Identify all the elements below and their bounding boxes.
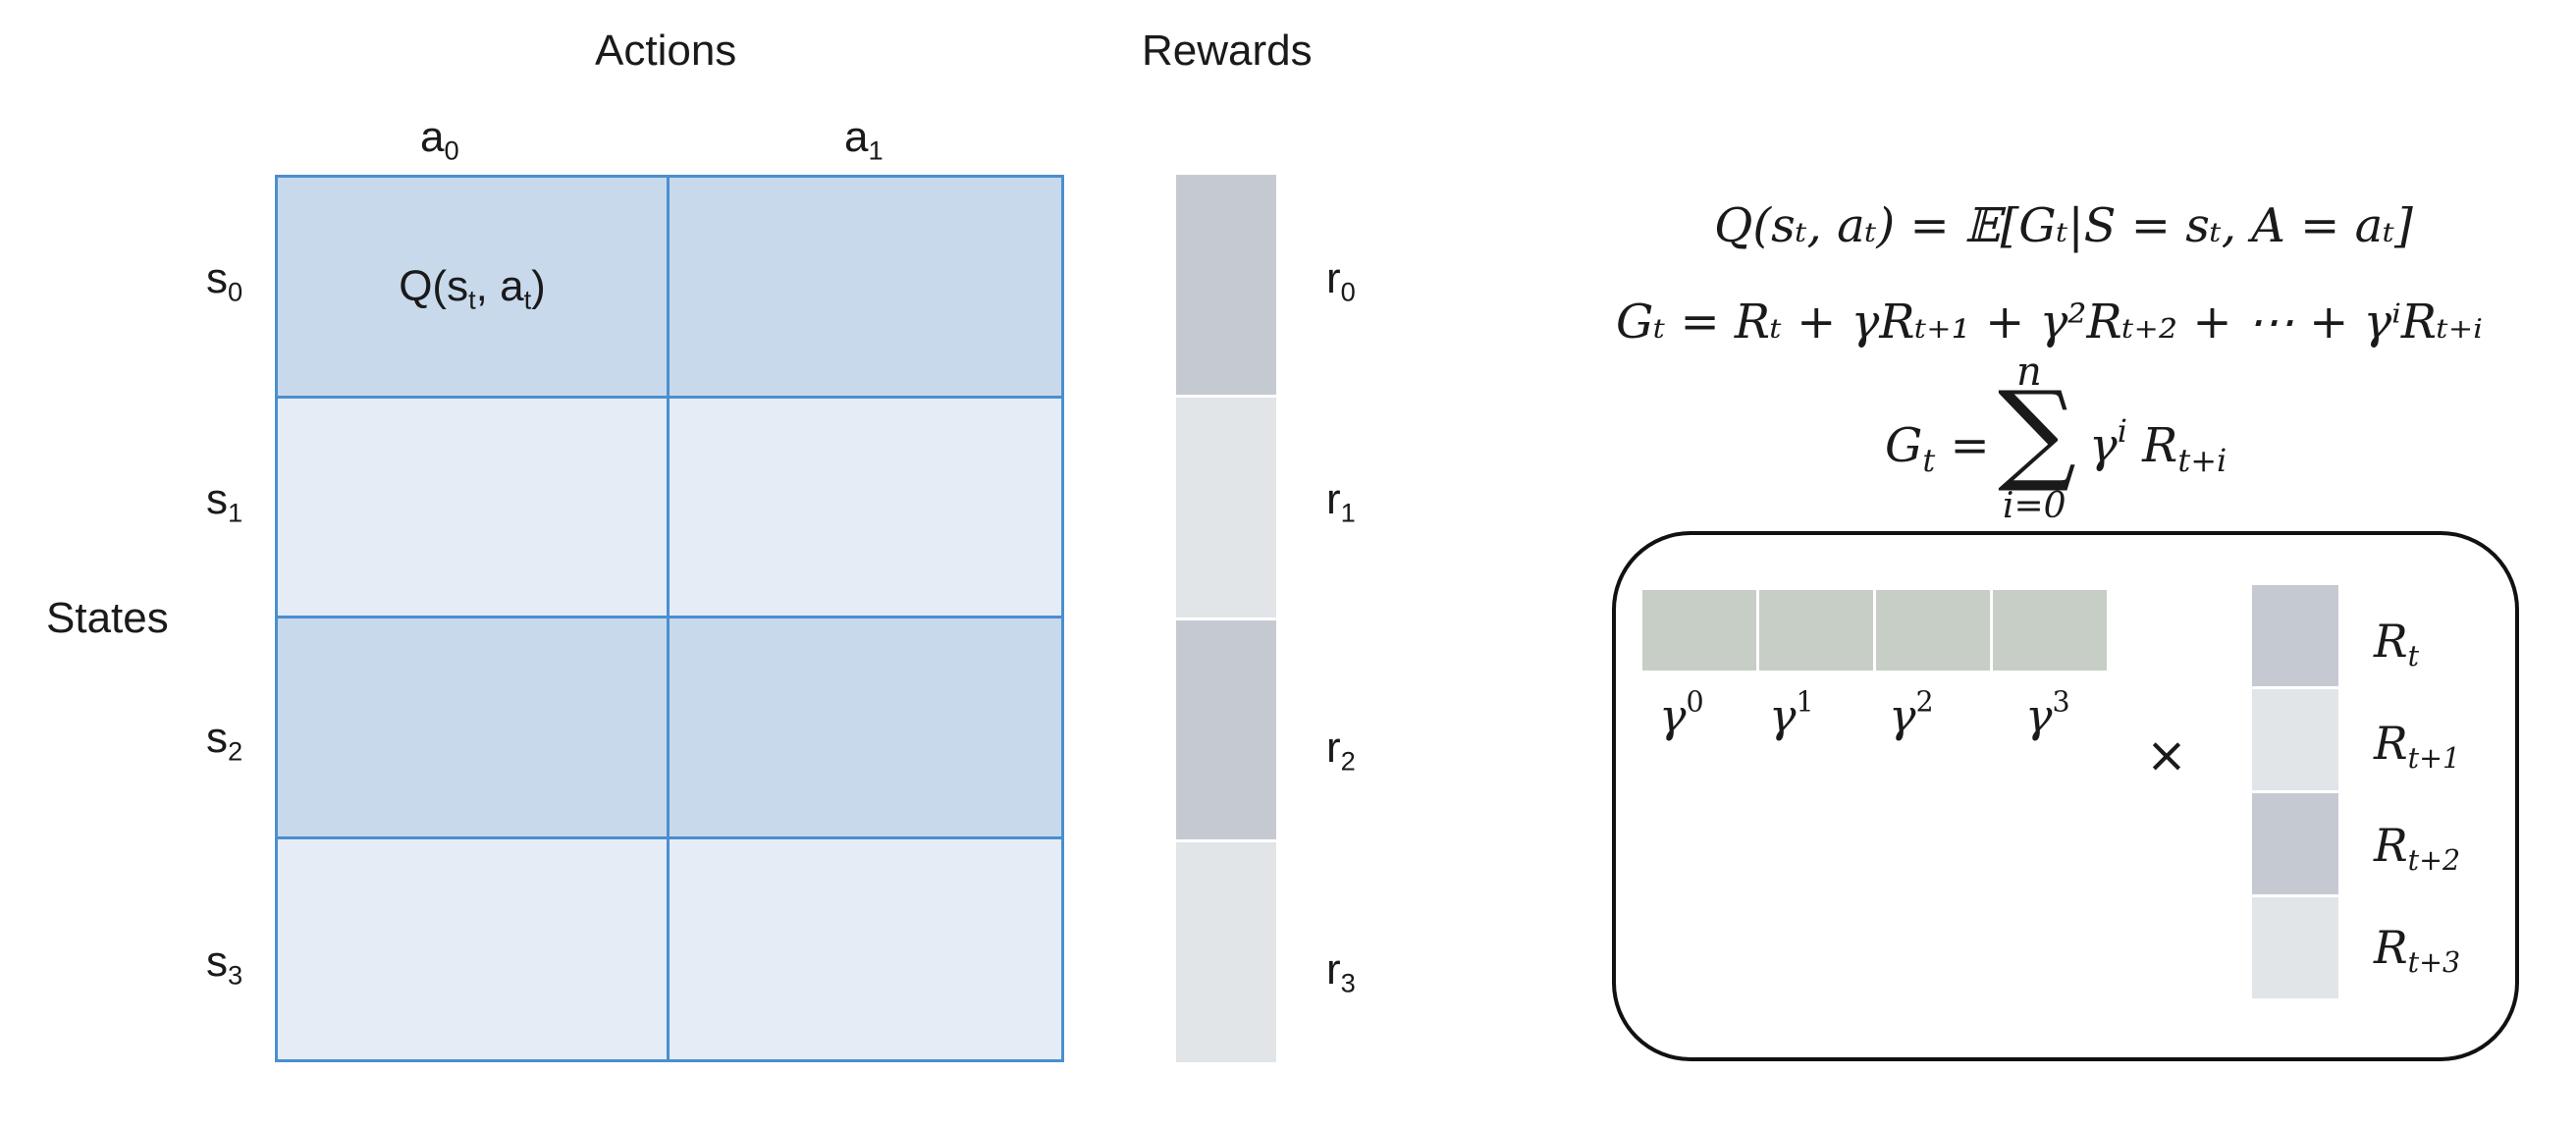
q-definition-equation: Q(sₜ, aₜ) = 𝔼[Gₜ|S = sₜ, A = aₜ] — [1714, 198, 2413, 253]
q-cell-s1-a0 — [278, 398, 670, 618]
action-label-1: a1 — [844, 113, 884, 166]
reward-label-0: r0 — [1326, 254, 1356, 307]
discount-label-0: γ0 — [1659, 685, 1704, 742]
future-reward-label-0: Rt — [2374, 615, 2420, 673]
q-value-label: Q(st, at) — [399, 261, 546, 315]
q-cell-s2-a1 — [670, 618, 1061, 839]
future-reward-cell-0 — [2252, 585, 2338, 689]
action-label-0: a0 — [420, 113, 459, 166]
q-cell-s0-a0: Q(st, at) — [278, 178, 670, 399]
discount-label-2: γ2 — [1889, 685, 1934, 742]
discount-cell-3 — [1993, 590, 2107, 671]
q-cell-s3-a1 — [670, 838, 1061, 1059]
q-cell-s1-a1 — [670, 398, 1061, 618]
reward-label-3: r3 — [1326, 945, 1356, 998]
future-reward-label-1: Rt+1 — [2374, 717, 2461, 776]
future-rewards-stack — [2252, 585, 2338, 998]
future-reward-cell-2 — [2252, 793, 2338, 897]
discount-label-1: γ1 — [1769, 685, 1814, 742]
discount-illustration-box — [1612, 531, 2519, 1061]
future-reward-label-2: Rt+2 — [2374, 819, 2461, 878]
discount-cell-1 — [1759, 590, 1873, 671]
q-cell-s3-a0 — [278, 838, 670, 1059]
reward-cell-0 — [1176, 175, 1276, 398]
sigma-symbol: ∑ — [1998, 368, 2076, 496]
state-label-1: s1 — [206, 475, 243, 528]
reward-label-2: r2 — [1326, 724, 1356, 777]
state-label-0: s0 — [206, 254, 243, 307]
multiply-sign: × — [2146, 726, 2187, 783]
sum-lower-bound: i=0 — [2003, 486, 2066, 526]
q-table: Q(st, at) — [275, 175, 1064, 1062]
q-cell-s0-a1 — [670, 178, 1061, 399]
return-sum-rhs: γi Rt+i — [2089, 412, 2227, 479]
return-definition-equation: Gₜ = Rₜ + γRₜ₊₁ + γ²Rₜ₊₂ + ⋯ + γⁱRₜ₊ᵢ — [1616, 295, 2483, 349]
reward-cell-1 — [1176, 397, 1276, 620]
reward-cell-2 — [1176, 619, 1276, 843]
q-cell-s2-a0 — [278, 618, 670, 839]
discount-factor-bar — [1642, 590, 2107, 671]
discount-cell-0 — [1642, 590, 1756, 671]
state-label-2: s2 — [206, 714, 243, 767]
future-reward-label-3: Rt+3 — [2374, 921, 2461, 980]
actions-header: Actions — [595, 27, 737, 75]
discount-label-3: γ3 — [2025, 685, 2070, 742]
return-sum-lhs: Gt = — [1885, 418, 1990, 479]
states-header: States — [46, 594, 169, 642]
discount-cell-2 — [1876, 590, 1990, 671]
sum-upper-bound: n — [2016, 349, 2042, 395]
state-label-3: s3 — [206, 938, 243, 991]
future-reward-cell-3 — [2252, 897, 2338, 998]
rewards-header: Rewards — [1142, 27, 1313, 75]
reward-cell-3 — [1176, 842, 1276, 1062]
reward-label-1: r1 — [1326, 475, 1356, 528]
future-reward-cell-1 — [2252, 689, 2338, 793]
rewards-column — [1176, 175, 1276, 1062]
